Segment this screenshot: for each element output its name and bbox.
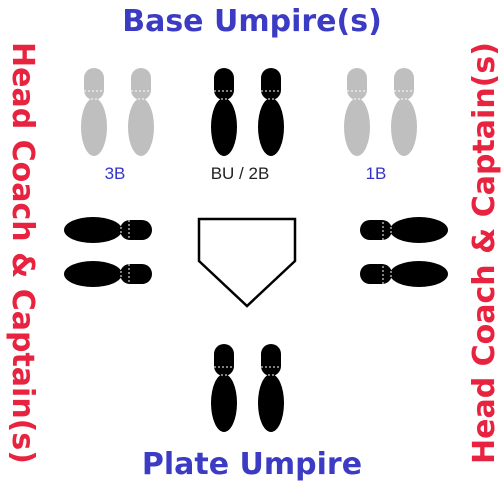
shoeprint-icon bbox=[210, 67, 238, 157]
home-plate-icon bbox=[197, 217, 297, 308]
plate-umpire-feet bbox=[210, 343, 285, 433]
shoeprint-icon bbox=[63, 216, 153, 244]
shoeprint-icon bbox=[80, 67, 108, 157]
shoeprint-icon bbox=[390, 67, 418, 157]
third-base-umpire-feet bbox=[80, 67, 155, 157]
left-coach-feet bbox=[63, 216, 153, 288]
shoeprint-icon bbox=[210, 343, 238, 433]
plate-umpire-heading: Plate Umpire bbox=[141, 447, 363, 482]
second-base-label: BU / 2B bbox=[210, 164, 270, 183]
first-base-umpire-feet bbox=[343, 67, 418, 157]
shoeprint-icon bbox=[127, 67, 155, 157]
shoeprint-icon bbox=[359, 216, 449, 244]
right-coach-feet bbox=[359, 216, 449, 288]
first-base-label: 1B bbox=[365, 164, 387, 183]
base-umpire-feet bbox=[210, 67, 285, 157]
base-umpire-heading: Base Umpire(s) bbox=[122, 4, 382, 39]
shoeprint-icon bbox=[257, 67, 285, 157]
shoeprint-icon bbox=[63, 260, 153, 288]
shoeprint-icon bbox=[359, 260, 449, 288]
shoeprint-icon bbox=[343, 67, 371, 157]
shoeprint-icon bbox=[257, 343, 285, 433]
third-base-label: 3B bbox=[104, 164, 126, 183]
